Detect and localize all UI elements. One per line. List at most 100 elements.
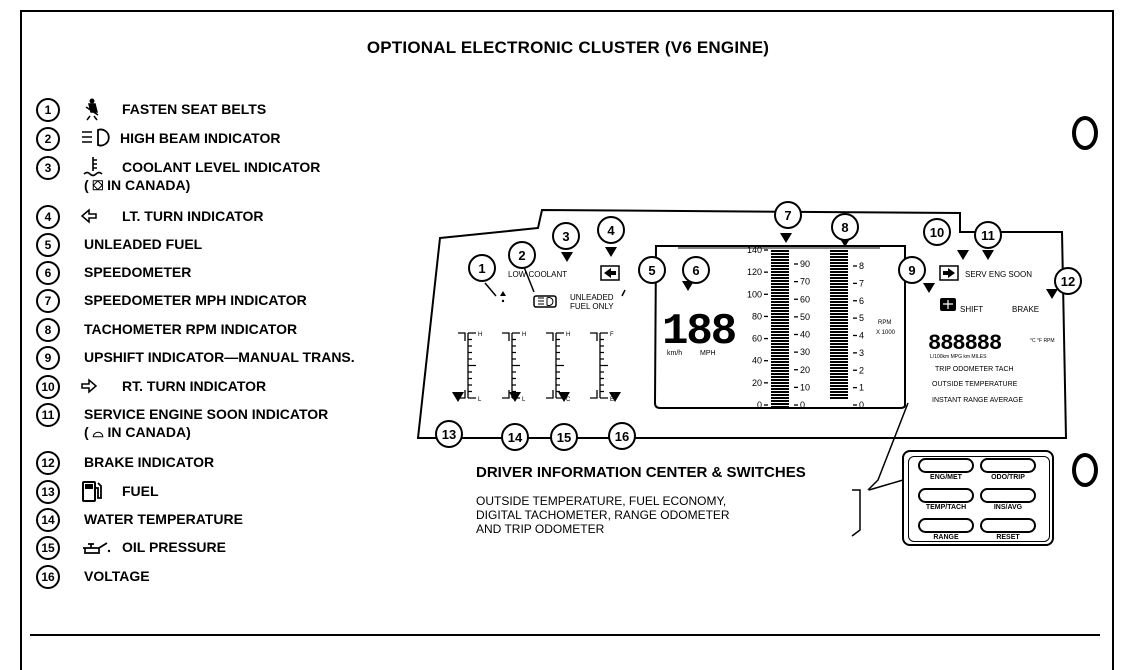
bar-segment [771,379,789,381]
bar-segment [771,391,789,393]
callout-number: 6 [692,263,699,278]
high-beam-glyph [538,297,554,306]
legend-label: UNLEADED FUEL [84,236,203,252]
callout-12: 12 [1054,267,1082,295]
callout-number: 3 [562,229,569,244]
callout-number: 8 [841,220,848,235]
legend-label: OIL PRESSURE [122,539,226,555]
callout-arrows [452,233,1058,402]
switch-label: RESET [996,534,1020,541]
bar-segment [771,262,789,264]
bar-segment [771,250,789,252]
switch-label: TEMP/TACH [925,504,967,511]
legend-label: FUEL [122,483,159,499]
callout-1: 1 [468,254,496,282]
mph-tick-label: 100 [747,289,762,299]
switch-eng-met-button[interactable] [918,458,974,473]
right-turn-indicator [939,265,959,281]
callout-15: 15 [550,423,578,451]
mph-tick-label: 120 [747,267,762,277]
rpm-multiplier: X 1000 [876,330,896,336]
callout-circle [831,213,859,241]
small-gauge: FE [590,332,614,403]
bar-segment [771,337,789,339]
rpm-label: RPM [878,320,891,326]
switch-label: ODO/TRIP [991,474,1025,481]
bar-segment [830,373,848,375]
kmh-tick-label: 0 [800,400,805,410]
bar-segment [830,280,848,282]
switch-ins-avg-button[interactable] [980,488,1036,503]
bar-segment [830,259,848,261]
legend-label: UPSHIFT INDICATOR—MANUAL TRANS. [84,349,355,365]
legend-label: LT. TURN INDICATOR [122,208,264,224]
bar-segment [771,271,789,273]
bar-segment [830,346,848,348]
gauge-low-label: L [522,397,526,403]
callout-circle [638,256,666,284]
rpm-tick-label: 6 [859,296,864,306]
kmh-tick-label: 50 [800,312,810,322]
switch-range-button[interactable] [918,518,974,533]
bar-segment [830,256,848,258]
bar-segment [830,304,848,306]
switch-temp-tach-button[interactable] [918,488,974,503]
bar-segment [771,382,789,384]
bar-segment [830,331,848,333]
bar-segment [830,361,848,363]
bar-segment [771,346,789,348]
callout-circle [435,420,463,448]
mph-tick-label: 140 [747,245,762,255]
mph-tick-label: 20 [752,378,762,388]
bar-segment [830,394,848,396]
callout-arrow [923,283,935,293]
dic-title: DRIVER INFORMATION CENTER & SWITCHES [476,464,806,481]
bar-segment [771,331,789,333]
bar-segment [771,286,789,288]
bar-segment [771,367,789,369]
bar-segment [771,310,789,312]
bar-segment [771,328,789,330]
rpm-tick-label: 7 [859,278,864,288]
gauge-low-label: L [478,397,482,403]
bar-segment [771,304,789,306]
seat-belt-icon [80,98,110,121]
mph-label: MPH [700,350,716,357]
unleaded-label: UNLEADED [570,293,614,302]
fuel-only-label: FUEL ONLY [570,302,614,311]
bar-segment [771,397,789,399]
bar-segment [771,289,789,291]
page-frame [20,10,1114,670]
switch-reset-button[interactable] [980,518,1036,533]
bar-segment [771,298,789,300]
legend-label: SPEEDOMETER MPH INDICATOR [84,292,307,308]
bar-segment [830,325,848,327]
bar-segment [830,271,848,273]
bar-segment [830,340,848,342]
rpm-tick-label: 1 [859,383,864,393]
bar-segment [771,400,789,402]
left-turn-glyph [604,268,616,278]
callout-number: 13 [442,427,456,442]
bar-segment [771,340,789,342]
callout-arrow [780,233,792,243]
bar-segment [771,265,789,267]
rpm-tick-label: 5 [859,313,864,323]
right-turn-glyph [943,268,955,278]
callout-number: 1 [478,261,485,276]
legend-number: 11 [36,403,60,427]
callout-3: 3 [552,222,580,250]
switch-odo-trip-button[interactable] [980,458,1036,473]
legend-number: 2 [36,127,60,151]
bar-segment [830,310,848,312]
page-title: OPTIONAL ELECTRONIC CLUSTER (V6 ENGINE) [366,38,770,57]
legend-number: 3 [36,156,60,180]
gauge-high-label: H [478,332,482,338]
bar-segment [830,370,848,372]
bar-segment [771,406,789,408]
callout-8: 8 [831,213,859,241]
bar-segment [830,343,848,345]
rpm-tick-label: 8 [859,261,864,271]
